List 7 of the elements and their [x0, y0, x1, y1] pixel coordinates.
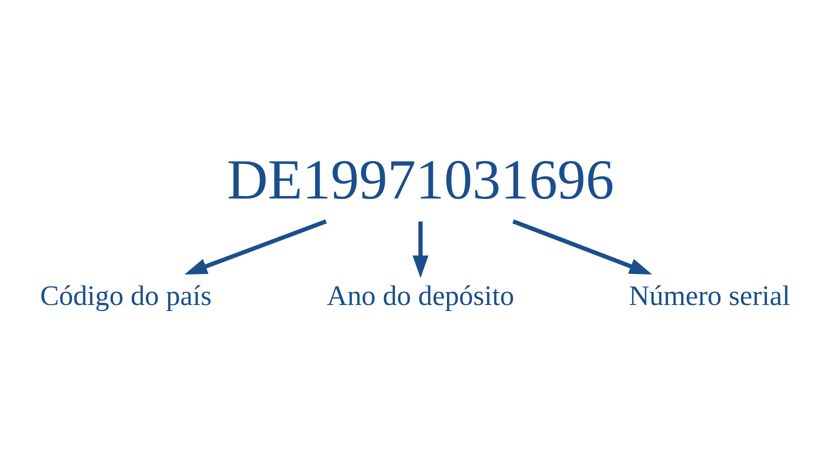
arrow [412, 221, 428, 278]
arrow [512, 218, 652, 274]
node-text: Código do país [40, 280, 212, 312]
node-text: DE19971031696 [226, 149, 614, 212]
node-text: Número serial [628, 280, 790, 312]
arrow [184, 218, 327, 274]
node-text: Ano do depósito [326, 280, 514, 312]
